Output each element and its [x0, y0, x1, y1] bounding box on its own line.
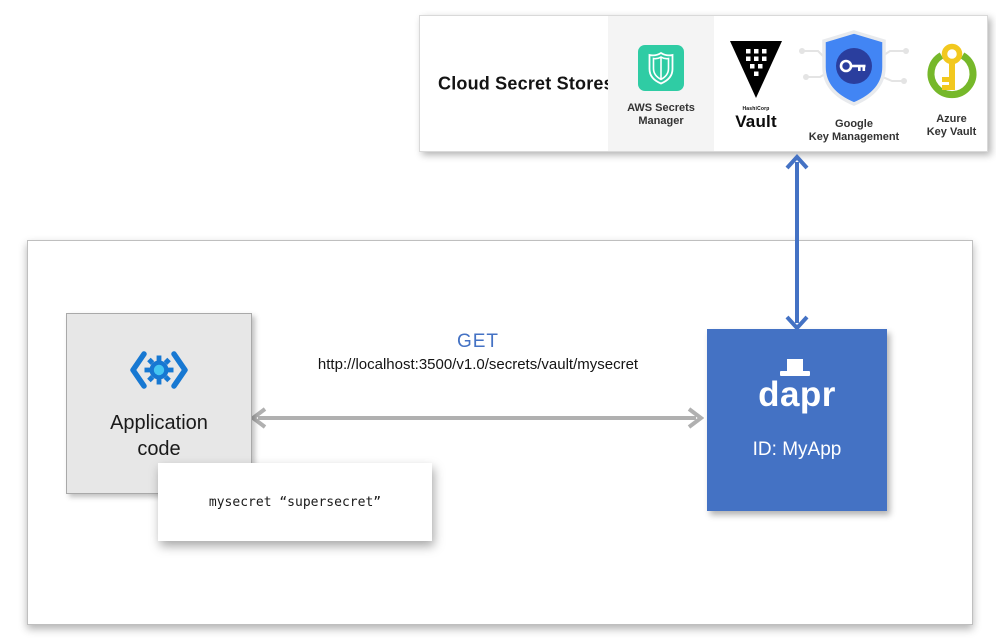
dapr-to-secretstores-arrow	[779, 154, 815, 331]
app-to-dapr-arrow	[249, 406, 705, 430]
application-code-label: Application code	[110, 412, 208, 460]
cloud-secret-stores-box: Cloud Secret Stores AWS Secrets Manager	[419, 15, 988, 152]
azure-label: Azure Key Vault	[926, 113, 977, 138]
google-shield-key-icon	[798, 29, 910, 112]
provider-google-key-management: Google Key Management	[798, 16, 910, 151]
aws-label: AWS Secrets Manager	[627, 102, 695, 127]
http-request-label: GET http://localhost:3500/v1.0/secrets/v…	[256, 331, 700, 373]
dapr-app-id: ID: MyApp	[752, 439, 842, 460]
dapr-sidecar-box: dapr ID: MyApp	[707, 329, 887, 511]
provider-hashicorp-vault: HashiCorp Vault	[714, 16, 798, 151]
vault-wordmark: HashiCorp Vault	[735, 106, 777, 131]
dapr-logo: dapr	[758, 359, 836, 423]
google-label: Google Key Management	[808, 118, 900, 143]
dapr-hat-icon	[779, 358, 811, 383]
http-url: http://localhost:3500/v1.0/secrets/vault…	[317, 356, 639, 373]
http-method: GET	[456, 331, 500, 352]
secret-value-tooltip: mysecret “supersecret”	[158, 463, 432, 541]
code-gear-icon	[128, 347, 190, 398]
cloud-secret-stores-title: Cloud Secret Stores	[438, 73, 614, 93]
aws-shield-icon	[638, 45, 684, 96]
secret-value-text: mysecret “supersecret”	[208, 494, 382, 510]
dapr-logo-text: dapr	[758, 375, 836, 414]
provider-aws-secrets-manager: AWS Secrets Manager	[608, 16, 714, 151]
vault-triangle-icon	[730, 41, 782, 103]
provider-azure-key-vault: Azure Key Vault	[914, 16, 989, 151]
azure-key-icon	[925, 42, 979, 107]
